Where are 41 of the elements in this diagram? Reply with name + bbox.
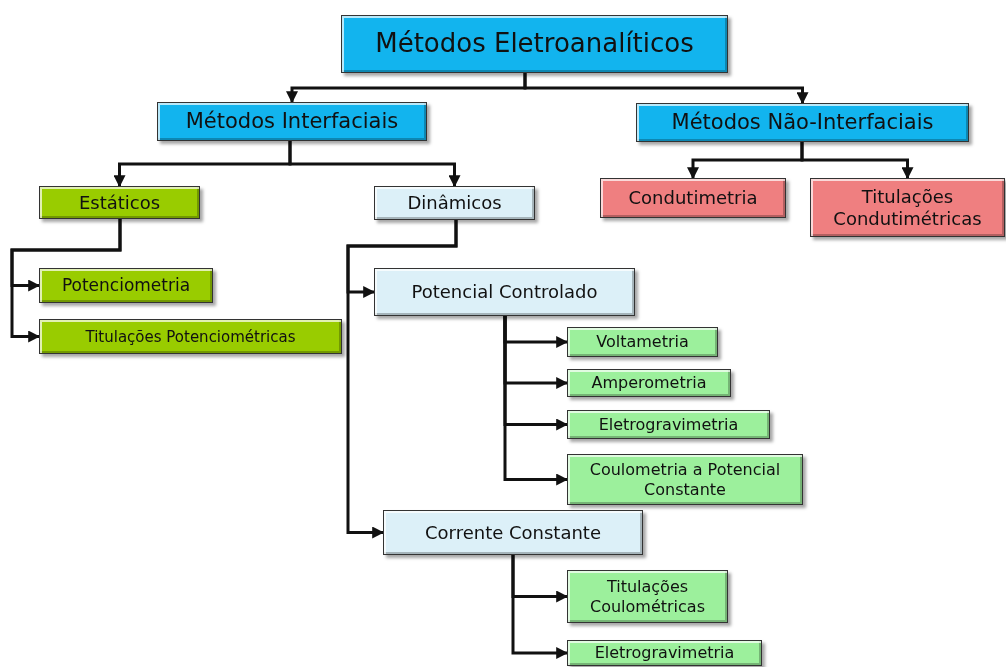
method-box (39, 268, 213, 303)
method-box (567, 410, 770, 439)
method-box (636, 103, 969, 142)
method-label: Métodos Eletroanalíticos (375, 28, 694, 60)
connector-arrow (523, 73, 809, 105)
connector-arrow (346, 220, 458, 539)
method-box (600, 178, 786, 218)
method-label: Métodos Não-Interfaciais (671, 109, 934, 136)
method-label: Coulometria a Potencial Constante (588, 460, 782, 499)
method-label: Eletrogravimetria (598, 414, 739, 435)
method-label: Condutimetria (628, 187, 758, 209)
method-label: Corrente Constante (425, 521, 601, 544)
method-box (810, 178, 1005, 237)
method-box (157, 102, 427, 141)
method-box (39, 319, 342, 354)
method-box (567, 570, 728, 623)
method-box (374, 186, 535, 220)
method-box (39, 186, 200, 219)
method-label: Titulações Condutimétricas (832, 185, 983, 230)
method-box (567, 369, 731, 397)
method-box (341, 15, 728, 73)
method-label: Amperometria (591, 373, 707, 393)
method-label: Dinâmicos (407, 192, 502, 214)
connector-arrow (800, 142, 914, 180)
method-label: Titulações Potenciométricas (85, 327, 296, 346)
method-box (567, 327, 718, 357)
connector-arrow (10, 219, 122, 343)
connector-arrow (288, 141, 461, 188)
method-box (374, 268, 635, 316)
method-label: Potencial Controlado (411, 281, 598, 303)
method-label: Potenciometria (61, 275, 191, 296)
connector-arrow (511, 555, 569, 659)
connector-arrow (503, 316, 569, 486)
method-label: Métodos Interfaciais (185, 108, 399, 135)
method-box (383, 510, 643, 555)
method-box (567, 454, 803, 505)
method-box (567, 640, 762, 666)
method-label: Titulações Coulométricas (589, 577, 706, 616)
method-label: Eletrogravimetria (594, 643, 735, 663)
method-label: Voltametria (596, 332, 689, 352)
method-label: Estáticos (78, 191, 161, 214)
